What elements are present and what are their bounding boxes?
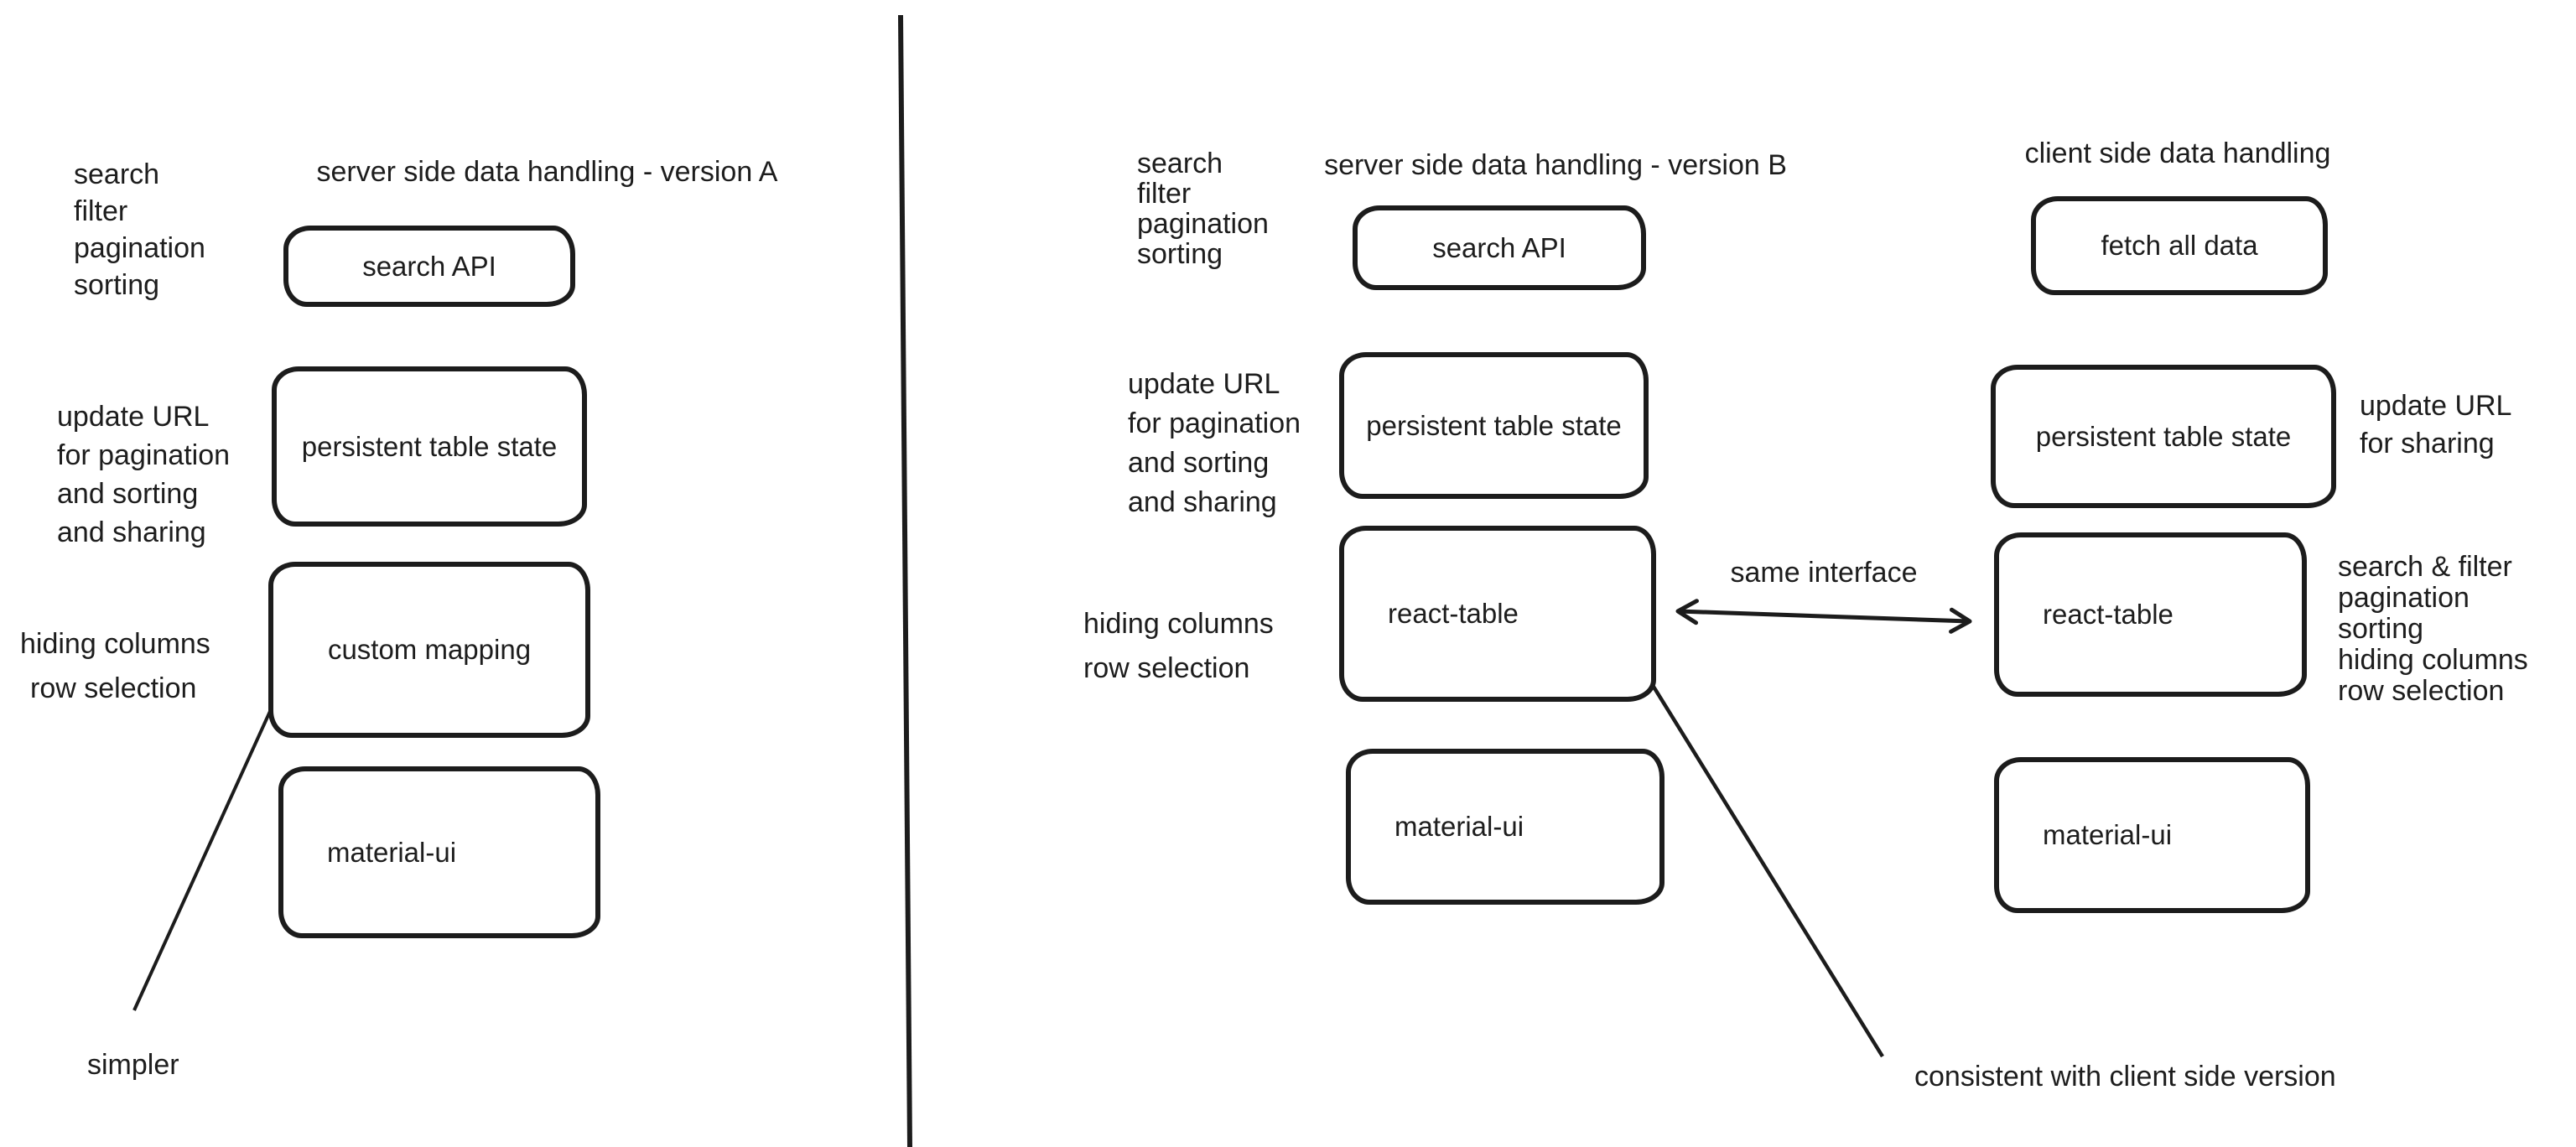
update-url-label-c: update URL for sharing (2360, 390, 2512, 459)
consistent-label: consistent with client side version (1914, 1061, 2336, 1093)
box-search-api-a: search API (283, 226, 575, 307)
simpler-arrow (132, 667, 293, 1011)
title-client-side: client side data handling (2024, 138, 2331, 169)
features-label-a: search filter pagination sorting (74, 158, 205, 301)
section-divider-line (898, 14, 912, 1147)
box-fetch-all-data: fetch all data (2031, 196, 2328, 295)
box-persistent-state-a: persistent table state (272, 366, 587, 527)
box-custom-mapping-a: custom mapping (268, 562, 590, 738)
update-url-label-b: update URL for pagination and sorting an… (1128, 368, 1301, 518)
hiding-columns-label-b: hiding columns (1083, 608, 1274, 640)
row-selection-label-a: row selection (30, 672, 197, 704)
row-selection-label-b: row selection (1083, 652, 1250, 684)
box-persistent-state-c: persistent table state (1991, 365, 2336, 508)
box-search-api-b: search API (1353, 205, 1646, 290)
box-material-ui-b: material-ui (1346, 749, 1665, 905)
box-react-table-b: react-table (1339, 526, 1656, 702)
box-persistent-state-b: persistent table state (1339, 352, 1649, 499)
box-material-ui-c: material-ui (1994, 757, 2310, 913)
features-label-c: search & filter pagination sorting hidin… (2338, 551, 2528, 707)
box-react-table-c: react-table (1994, 532, 2307, 697)
hiding-columns-label-a: hiding columns (20, 628, 210, 660)
same-interface-arrow (1675, 599, 1972, 634)
simpler-label: simpler (87, 1049, 179, 1081)
same-interface-label: same interface (1730, 557, 1918, 589)
box-material-ui-a: material-ui (278, 766, 600, 938)
title-version-b: server side data handling - version B (1324, 149, 1787, 181)
update-url-label-a: update URL for pagination and sorting an… (57, 401, 231, 548)
features-label-b: search filter pagination sorting (1137, 148, 1269, 270)
title-version-a: server side data handling - version A (316, 156, 778, 188)
